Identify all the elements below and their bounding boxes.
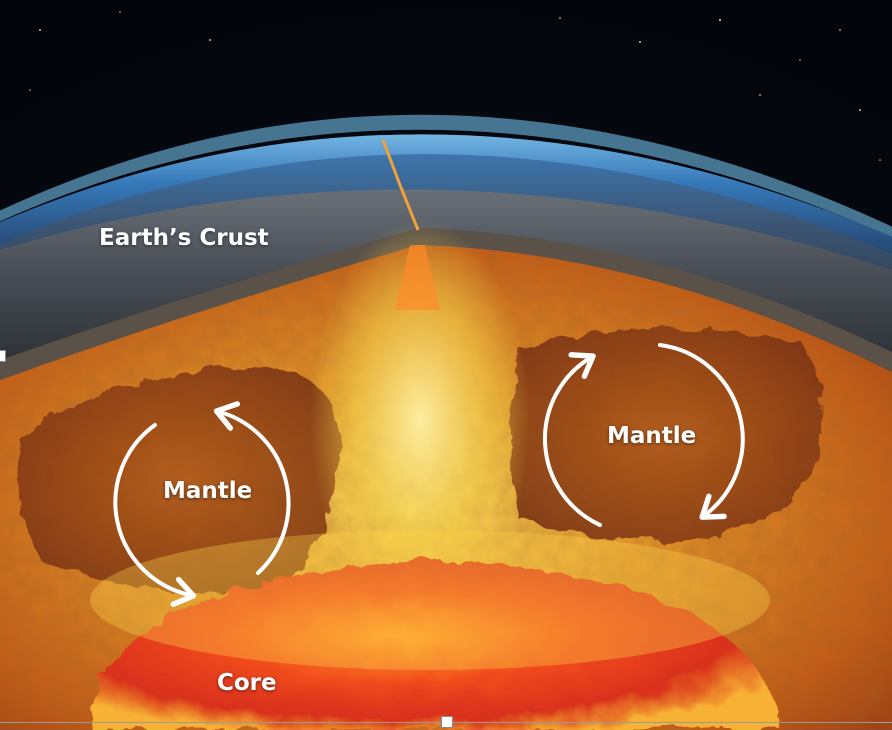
convection-arrows xyxy=(113,343,745,607)
mantle-label-left: Mantle xyxy=(163,478,253,504)
crust-edge xyxy=(0,228,892,380)
atmosphere-haze xyxy=(0,134,892,254)
mantle-label-right: Mantle xyxy=(607,423,697,449)
core-layer xyxy=(90,560,780,730)
mantle-plume xyxy=(310,220,530,620)
mantle-pocket-right xyxy=(510,329,823,541)
core-glow xyxy=(90,530,770,670)
resize-handle-bottom[interactable] xyxy=(441,716,453,728)
atmosphere-glow xyxy=(0,114,892,238)
convection-arrow-right-upper xyxy=(542,352,602,527)
convection-arrow-left-upper xyxy=(213,401,291,575)
rift-crack xyxy=(381,139,420,231)
convection-arrow-left-lower xyxy=(113,423,197,607)
convection-arrow-right-lower xyxy=(658,343,745,520)
mantle-pocket-left xyxy=(17,365,340,592)
crust-label: Earth’s Crust xyxy=(99,225,269,251)
stars xyxy=(29,11,881,161)
magma-vent xyxy=(395,245,440,310)
resize-handle-left[interactable] xyxy=(0,350,6,362)
crust-layer xyxy=(0,189,892,360)
core-label: Core xyxy=(217,670,277,696)
